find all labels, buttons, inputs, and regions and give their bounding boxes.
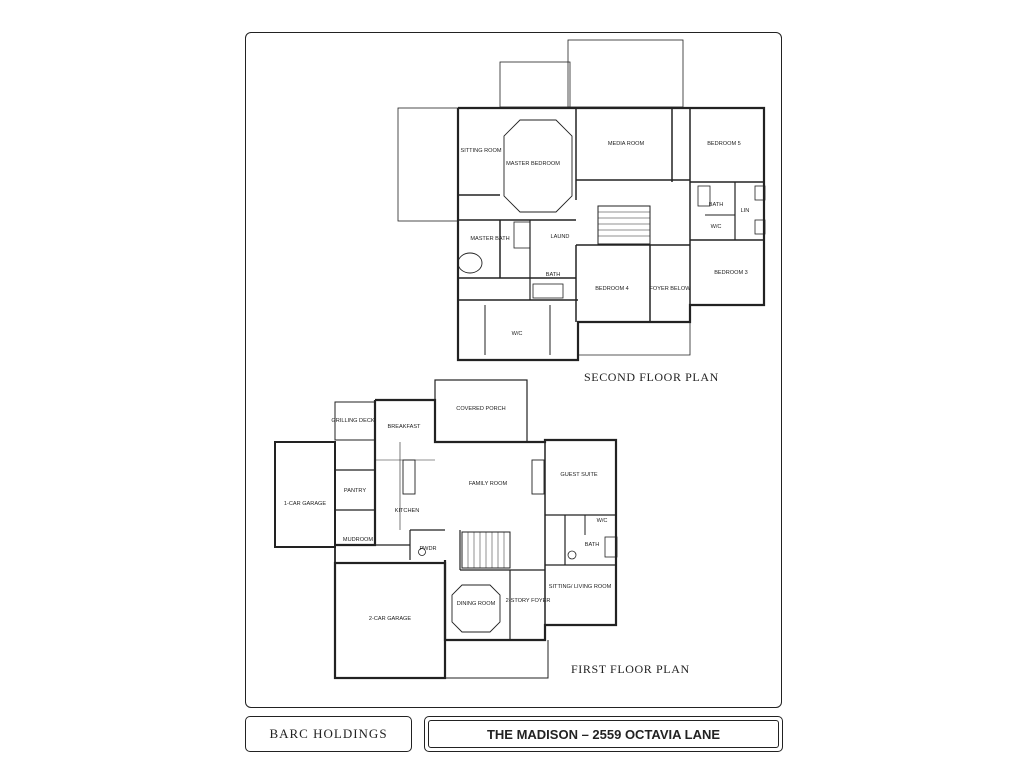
room-wic: W/C xyxy=(512,331,523,337)
room-one-car-garage: 1-CAR GARAGE xyxy=(284,501,327,507)
room-guest-bath: BATH xyxy=(585,542,600,548)
first-floor-labels: GRILLING DECK BREAKFAST COVERED PORCH 1-… xyxy=(284,406,690,676)
company-title-block: BARC HOLDINGS xyxy=(245,716,412,752)
drawing-frame xyxy=(245,32,782,708)
room-bedroom-5: BEDROOM 5 xyxy=(707,141,741,147)
room-covered-porch: COVERED PORCH xyxy=(456,406,505,412)
room-powder: PWDR xyxy=(419,546,436,552)
company-name: BARC HOLDINGS xyxy=(269,726,388,741)
room-master-bedroom: MASTER BEDROOM xyxy=(506,161,560,167)
room-master-bath: MASTER BATH xyxy=(470,236,509,242)
property-title-inner: THE MADISON – 2559 OCTAVIA LANE xyxy=(428,720,779,748)
first-floor-plan xyxy=(274,379,618,680)
room-kitchen: KITCHEN xyxy=(395,508,420,514)
room-dining-room: DINING ROOM xyxy=(457,601,496,607)
second-floor-plan xyxy=(397,39,766,362)
room-bedroom-4: BEDROOM 4 xyxy=(595,286,629,292)
room-grilling-deck: GRILLING DECK xyxy=(331,418,374,424)
first-floor-title: FIRST FLOOR PLAN xyxy=(571,662,690,676)
room-bath: BATH xyxy=(546,272,561,278)
room-media-room: MEDIA ROOM xyxy=(608,141,645,147)
room-sitting-room: SITTING ROOM xyxy=(460,148,501,154)
room-wic-small: W/C xyxy=(711,224,722,230)
room-bedroom-3: BEDROOM 3 xyxy=(714,270,748,276)
second-floor-labels: SITTING ROOM MASTER BEDROOM MEDIA ROOM B… xyxy=(460,141,749,384)
room-sitting-living-room: SITTING/ LIVING ROOM xyxy=(549,584,612,590)
room-foyer-below: FOYER BELOW xyxy=(649,286,691,292)
room-guest-wic: W/C xyxy=(597,518,608,524)
room-linen: LIN xyxy=(741,208,750,214)
room-pantry: PANTRY xyxy=(344,488,366,494)
second-floor-title: SECOND FLOOR PLAN xyxy=(584,370,719,384)
room-laundry: LAUND xyxy=(551,234,570,240)
property-name: THE MADISON – 2559 OCTAVIA LANE xyxy=(486,726,721,742)
room-mudroom: MUDROOM xyxy=(343,537,373,543)
room-two-car-garage: 2-CAR GARAGE xyxy=(369,616,412,622)
room-bath-2: BATH xyxy=(709,202,724,208)
room-two-story-foyer: 2-STORY FOYER xyxy=(506,598,551,604)
room-breakfast: BREAKFAST xyxy=(388,424,422,430)
room-family-room: FAMILY ROOM xyxy=(469,481,508,487)
room-guest-suite: GUEST SUITE xyxy=(560,472,597,478)
property-title-block: THE MADISON – 2559 OCTAVIA LANE xyxy=(424,716,783,752)
